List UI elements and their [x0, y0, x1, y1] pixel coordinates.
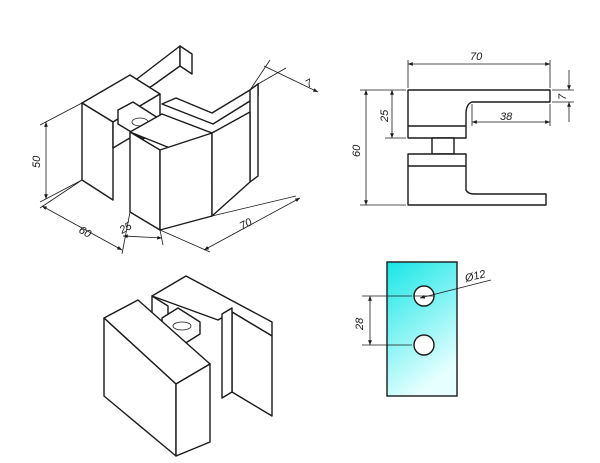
lower-hole	[413, 334, 435, 356]
front-plate-side	[175, 363, 211, 457]
right-block-front	[129, 131, 161, 231]
side-connector	[431, 137, 455, 155]
isometric-view-back	[103, 275, 273, 457]
dim-thickness: 7	[304, 77, 316, 91]
right-block-back	[211, 111, 251, 217]
side-dim-thickness: 7	[557, 93, 569, 100]
right-block-side	[159, 132, 213, 231]
side-dim-plate-height: 25	[379, 109, 391, 123]
side-upper-plate	[407, 89, 551, 139]
side-view: 70 7 38 25 60	[351, 51, 574, 206]
isometric-view-front: 50 60 25 70 7	[31, 45, 319, 255]
right-bracket-edge	[249, 83, 259, 183]
left-block-side	[81, 102, 114, 201]
side-dim-length: 70	[470, 51, 483, 63]
glass-view: Ø12 28	[354, 261, 492, 397]
side-dim-offset: 38	[500, 111, 513, 123]
dim-gap: 25	[117, 220, 135, 237]
dim-height: 50	[31, 155, 43, 168]
hole-spacing: 28	[354, 317, 366, 331]
back-plate-edge	[179, 45, 193, 75]
connector-2-hole	[172, 321, 192, 331]
side-dim-total-height: 60	[351, 144, 363, 157]
hole-diameter: Ø12	[463, 268, 487, 285]
glass-panel	[386, 261, 458, 397]
bracket-inner	[221, 307, 233, 399]
side-lower-plate	[407, 153, 547, 206]
